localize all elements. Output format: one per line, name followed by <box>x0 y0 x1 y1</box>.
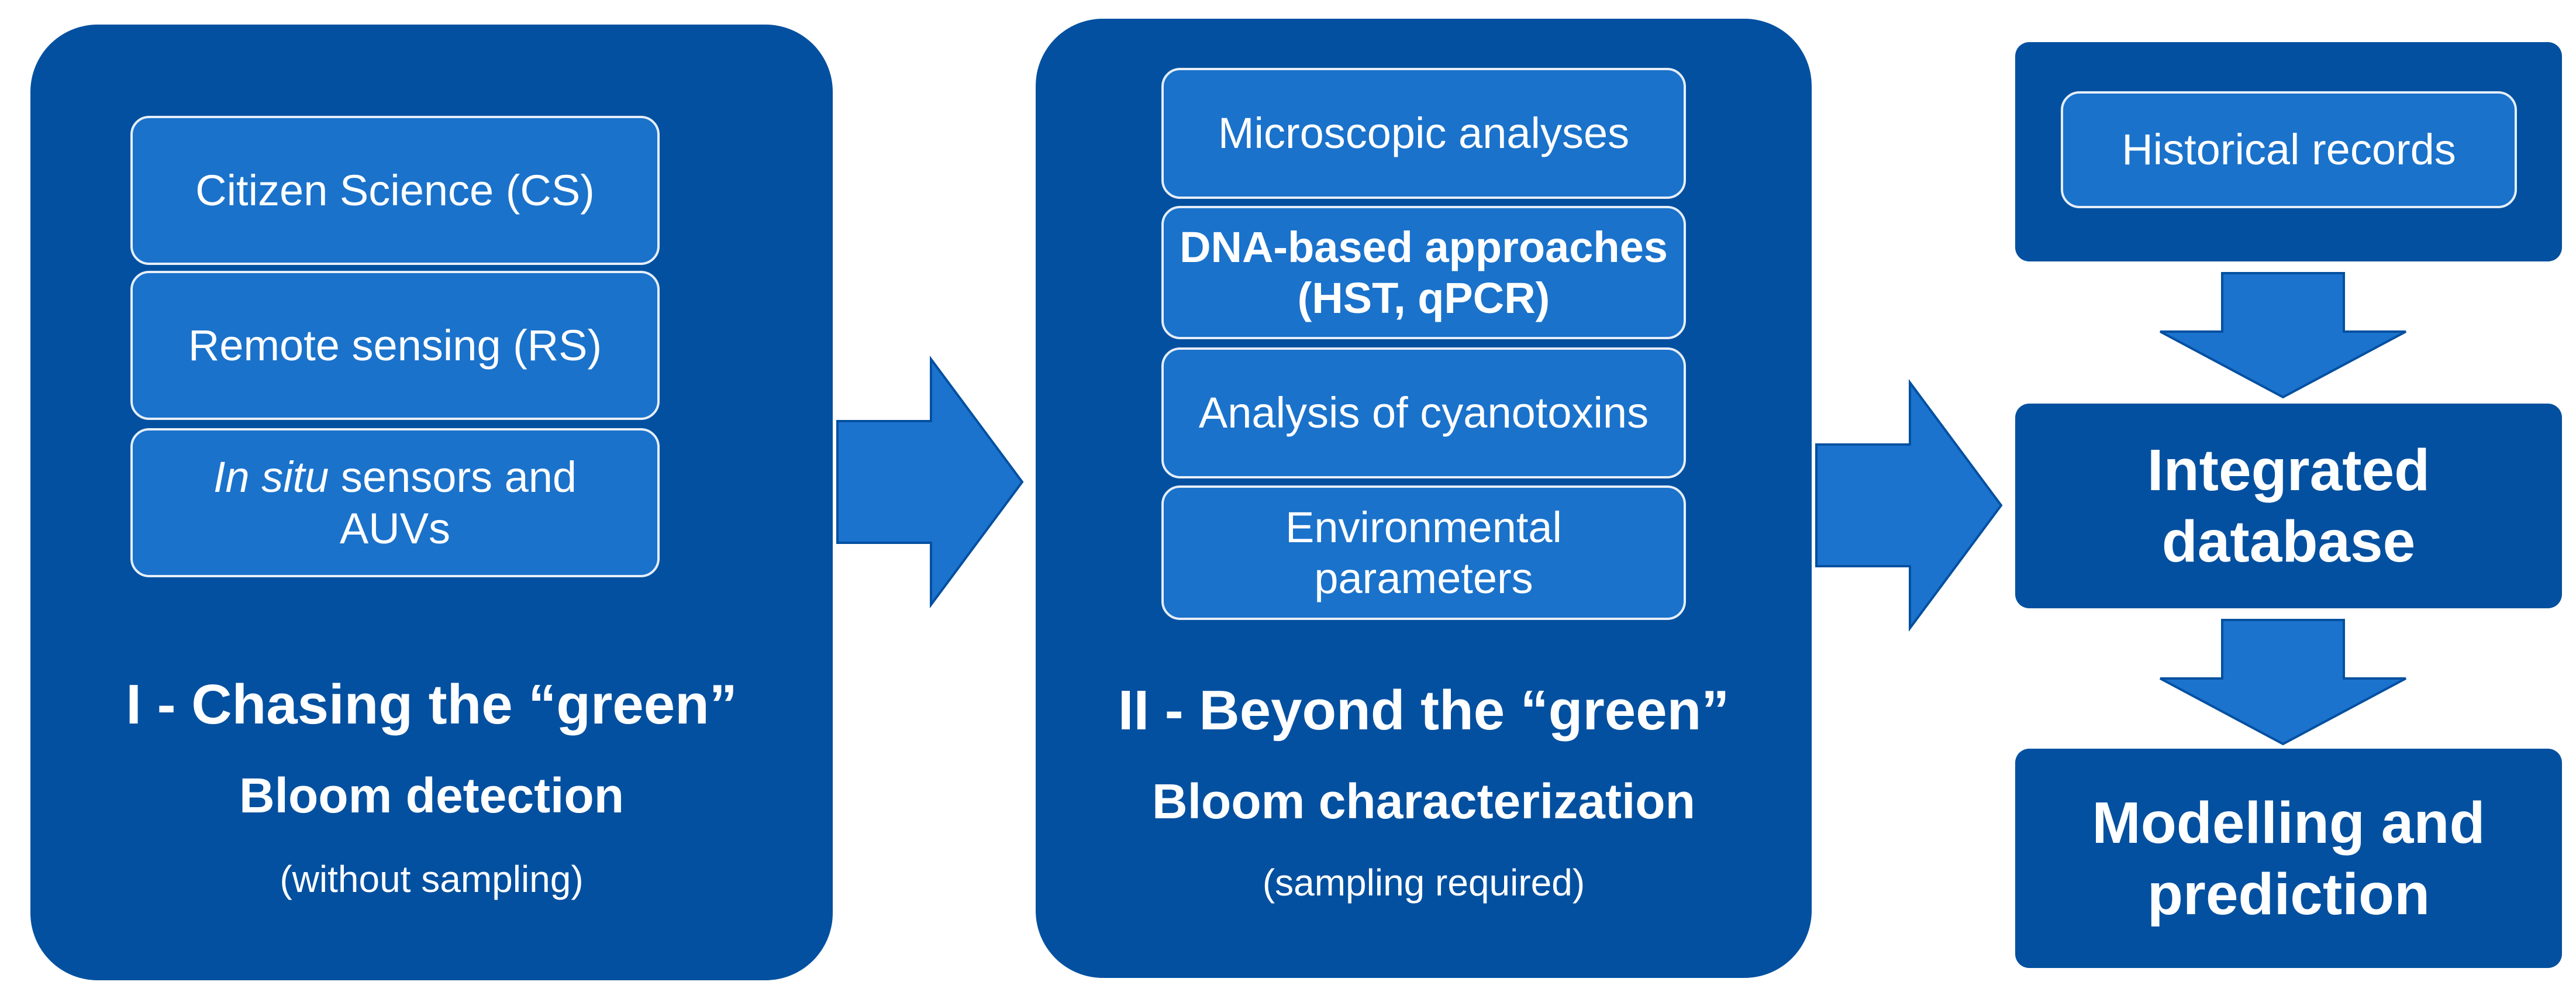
in-situ-italic-text: In situ <box>213 453 329 502</box>
stage2-subtitle: Bloom characterization <box>1152 774 1695 829</box>
in-situ-sensors-box: In situ sensors and AUVs <box>130 428 660 577</box>
integrated-database-box: Integrated database <box>2015 404 2562 608</box>
cyanotoxins-box: Analysis of cyanotoxins <box>1161 347 1686 478</box>
modelling-prediction-box: Modelling and prediction <box>2015 749 2562 968</box>
arrow-stage2-to-stage3 <box>1815 378 2003 632</box>
arrow-historical-to-database <box>2160 272 2406 399</box>
remote-sensing-box: Remote sensing (RS) <box>130 271 660 420</box>
citizen-science-box: Citizen Science (CS) <box>130 116 660 265</box>
dna-approaches-box: DNA-based approaches (HST, qPCR) <box>1161 206 1686 339</box>
arrow-database-to-modelling <box>2160 619 2406 746</box>
microscopic-analyses-box: Microscopic analyses <box>1161 68 1686 199</box>
integrated-database-label: Integrated database <box>2147 438 2430 574</box>
stage2-note: (sampling required) <box>1262 862 1585 904</box>
in-situ-sensors-label: In situ sensors and AUVs <box>213 452 577 554</box>
historical-records-panel: Historical records <box>2015 42 2562 261</box>
stage1-note: (without sampling) <box>280 858 584 900</box>
stage1-panel: Citizen Science (CS) Remote sensing (RS)… <box>30 25 833 980</box>
environmental-parameters-box: Environmental parameters <box>1161 485 1686 620</box>
arrow-stage1-to-stage2 <box>836 355 1024 609</box>
stage1-subtitle: Bloom detection <box>239 768 624 823</box>
in-situ-rest-text: sensors and <box>329 453 577 502</box>
in-situ-line2-text: AUVs <box>339 504 451 553</box>
stage1-title: I - Chasing the “green” <box>126 673 737 736</box>
historical-records-box: Historical records <box>2061 91 2517 208</box>
stage2-panel: Microscopic analyses DNA-based approache… <box>1036 19 1812 978</box>
modelling-prediction-label: Modelling and prediction <box>2092 790 2485 927</box>
stage2-title: II - Beyond the “green” <box>1118 679 1730 742</box>
